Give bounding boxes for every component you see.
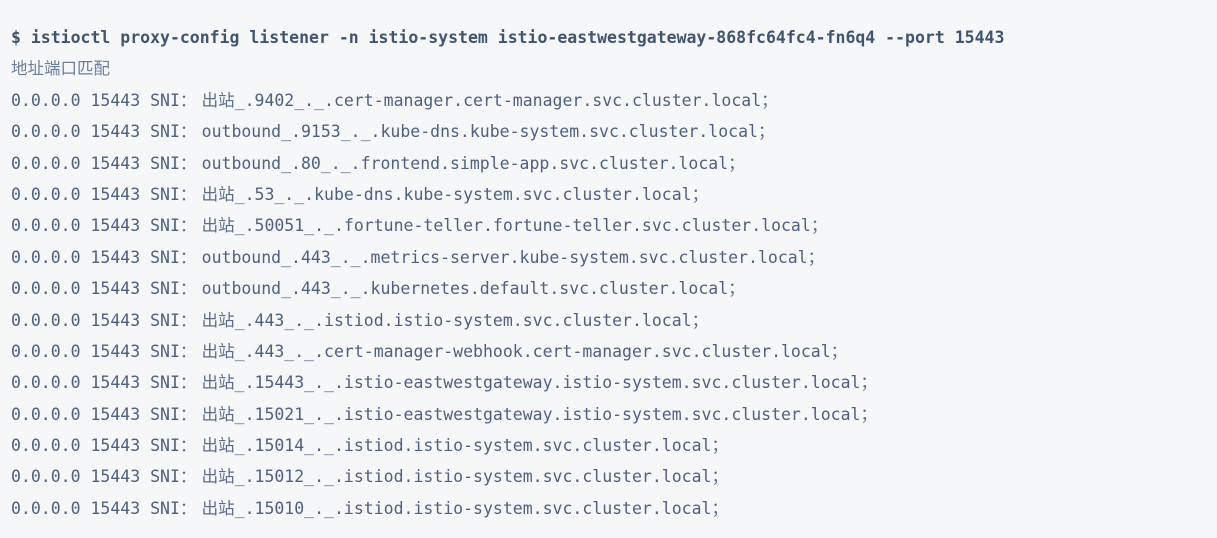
row-address: 0.0.0.0 15443 SNI <box>11 373 180 393</box>
row-match: _.9402_._.cert-manager.cert-manager.svc.… <box>234 90 762 110</box>
row-terminator: ； <box>728 153 745 173</box>
row-terminator: ； <box>830 341 848 361</box>
row-match: _.15021_._.istio-eastwestgateway.istio-s… <box>234 404 861 424</box>
row-address: 0.0.0.0 15443 SNI <box>11 310 180 330</box>
row-separator: ： <box>179 184 202 204</box>
row-address: 0.0.0.0 15443 SNI <box>11 90 180 110</box>
row-separator: ： <box>179 247 202 267</box>
row-address: 0.0.0.0 15443 SNI <box>11 436 180 456</box>
row-terminator: ； <box>728 279 745 299</box>
row-terminator: ； <box>860 373 877 393</box>
row-address: 0.0.0.0 15443 SNI <box>11 247 180 267</box>
row-match: _.15014_._.istiod.istio-system.svc.clust… <box>234 436 712 456</box>
row-terminator: ； <box>711 436 728 456</box>
row-separator: ： <box>179 341 202 361</box>
row-separator: ： <box>179 310 202 330</box>
row-address: 0.0.0.0 15443 SNI <box>11 216 180 236</box>
row-address: 0.0.0.0 15443 SNI <box>11 467 180 487</box>
row-address: 0.0.0.0 15443 SNI <box>11 279 180 299</box>
row-direction: outbound <box>201 247 282 267</box>
row-match: _.15010_._.istiod.istio-system.svc.clust… <box>234 498 712 518</box>
row-direction: 出站 <box>201 90 235 110</box>
listener-row: 0.0.0.0 15443 SNI： 出站_.50051_._.fortune-… <box>11 210 1217 241</box>
listener-row: 0.0.0.0 15443 SNI： 出站_.443_._.istiod.ist… <box>11 305 1217 336</box>
listener-row: 0.0.0.0 15443 SNI： 出站_.443_._.cert-manag… <box>11 336 1217 367</box>
row-separator: ： <box>179 279 202 299</box>
row-direction: 出站 <box>201 467 235 487</box>
row-direction: 出站 <box>201 341 235 361</box>
row-terminator: ； <box>807 247 825 267</box>
command-line: $ istioctl proxy-config listener -n isti… <box>11 28 1005 47</box>
row-separator: ： <box>179 122 202 142</box>
row-terminator: ； <box>757 122 775 142</box>
listener-row: 0.0.0.0 15443 SNI： 出站_.53_._.kube-dns.ku… <box>11 179 1217 210</box>
row-match: _.443_._.cert-manager-webhook.cert-manag… <box>234 341 831 361</box>
row-direction: 出站 <box>201 184 235 204</box>
row-separator: ： <box>179 467 202 487</box>
row-address: 0.0.0.0 15443 SNI <box>11 184 180 204</box>
row-address: 0.0.0.0 15443 SNI <box>11 498 180 518</box>
row-terminator: ； <box>691 184 709 204</box>
listener-row: 0.0.0.0 15443 SNI： 出站_.15012_._.istiod.i… <box>11 461 1217 492</box>
listener-row: 0.0.0.0 15443 SNI： 出站_.15014_._.istiod.i… <box>11 430 1217 461</box>
row-match: _.443_._.metrics-server.kube-system.svc.… <box>281 247 808 267</box>
listener-row: 0.0.0.0 15443 SNI： 出站_.15021_._.istio-ea… <box>11 399 1217 430</box>
row-address: 0.0.0.0 15443 SNI <box>11 122 180 142</box>
row-terminator: ； <box>810 216 828 236</box>
row-direction: outbound <box>201 122 282 142</box>
listener-row: 0.0.0.0 15443 SNI： outbound_.9153_._.kub… <box>11 116 1217 147</box>
row-direction: 出站 <box>201 498 235 518</box>
row-separator: ： <box>179 90 202 110</box>
row-direction: 出站 <box>201 436 235 456</box>
listener-row: 0.0.0.0 15443 SNI： 出站_.15443_._.istio-ea… <box>11 367 1217 398</box>
column-header-note: 地址端口匹配 <box>11 59 110 79</box>
row-terminator: ； <box>711 467 728 487</box>
row-match: _.443_._.kubernetes.default.svc.cluster.… <box>281 279 729 299</box>
row-match: _.53_._.kube-dns.kube-system.svc.cluster… <box>234 184 692 204</box>
row-direction: 出站 <box>201 310 235 330</box>
listener-row: 0.0.0.0 15443 SNI： outbound_.443_._.kube… <box>11 273 1217 304</box>
listener-row: 0.0.0.0 15443 SNI： outbound_.80_._.front… <box>11 148 1217 179</box>
row-direction: 出站 <box>201 373 235 393</box>
row-terminator: ； <box>761 90 778 110</box>
row-address: 0.0.0.0 15443 SNI <box>11 153 180 173</box>
row-terminator: ； <box>711 498 728 518</box>
listener-row: 0.0.0.0 15443 SNI： 出站_.9402_._.cert-mana… <box>11 85 1217 116</box>
row-direction: outbound <box>201 153 282 173</box>
row-match: _.9153_._.kube-dns.kube-system.svc.clust… <box>281 122 758 142</box>
listener-rows: 0.0.0.0 15443 SNI： 出站_.9402_._.cert-mana… <box>11 85 1217 524</box>
row-match: _.443_._.istiod.istio-system.svc.cluster… <box>234 310 692 330</box>
row-separator: ： <box>179 216 202 236</box>
row-match: _.15012_._.istiod.istio-system.svc.clust… <box>234 467 712 487</box>
row-direction: outbound <box>201 279 282 299</box>
row-separator: ： <box>179 153 202 173</box>
row-direction: 出站 <box>201 404 235 424</box>
row-terminator: ； <box>860 404 877 424</box>
listener-row: 0.0.0.0 15443 SNI： outbound_.443_._.metr… <box>11 242 1217 273</box>
listener-row: 0.0.0.0 15443 SNI： 出站_.15010_._.istiod.i… <box>11 493 1217 524</box>
row-match: _.50051_._.fortune-teller.fortune-teller… <box>234 216 811 236</box>
row-match: _.80_._.frontend.simple-app.svc.cluster.… <box>281 153 729 173</box>
row-direction: 出站 <box>201 216 235 236</box>
row-separator: ： <box>179 404 202 424</box>
row-separator: ： <box>179 498 202 518</box>
row-address: 0.0.0.0 15443 SNI <box>11 341 180 361</box>
row-match: _.15443_._.istio-eastwestgateway.istio-s… <box>234 373 861 393</box>
row-address: 0.0.0.0 15443 SNI <box>11 404 180 424</box>
row-separator: ： <box>179 436 202 456</box>
row-terminator: ； <box>691 310 709 330</box>
row-separator: ： <box>179 373 202 393</box>
